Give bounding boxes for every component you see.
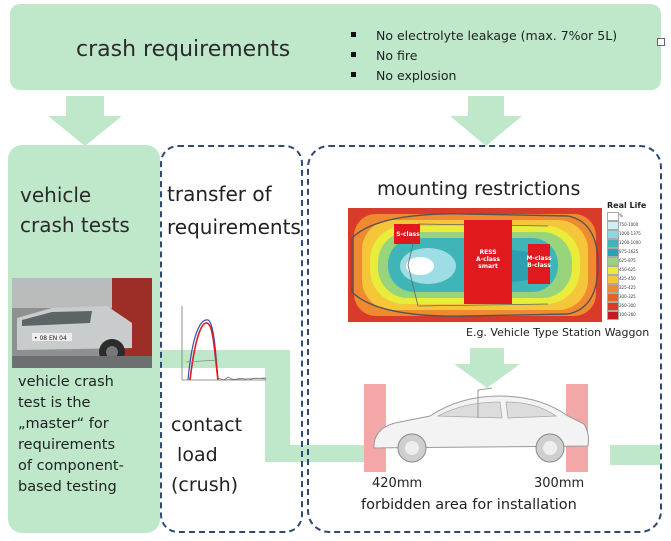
heading-line: requirements bbox=[167, 215, 301, 239]
forbidden-zone-front bbox=[364, 384, 386, 472]
body-line: „master“ for bbox=[18, 416, 109, 432]
legend-label: 260-300 bbox=[619, 303, 636, 308]
crash-test-photo: • 08 EN 04 bbox=[12, 278, 152, 368]
crush-curve-plot bbox=[181, 306, 267, 381]
heading-line: transfer of bbox=[167, 182, 272, 206]
legend-swatch bbox=[607, 230, 619, 239]
photo-plate: • 08 EN 04 bbox=[34, 335, 67, 342]
requirement-item: No explosion bbox=[348, 66, 617, 86]
down-arrow-right bbox=[450, 96, 522, 146]
banner-title: crash requirements bbox=[76, 37, 291, 62]
requirements-list: No electrolyte leakage (max. 7%or 5L) No… bbox=[348, 26, 617, 86]
body-line: (crush) bbox=[171, 474, 239, 496]
body-line: of component- bbox=[18, 458, 124, 474]
front-dimension-label: 420mm bbox=[372, 476, 423, 491]
mounting-heatmap bbox=[348, 208, 602, 322]
requirement-item: No electrolyte leakage (max. 7%or 5L) bbox=[348, 26, 617, 46]
heatmap-caption: E.g. Vehicle Type Station Waggon bbox=[466, 326, 650, 339]
legend-swatch bbox=[607, 248, 619, 257]
legend-swatch bbox=[607, 302, 619, 311]
s-class-label: S-class bbox=[396, 231, 420, 238]
body-line: test is the bbox=[18, 395, 91, 411]
legend-label: 1000-1375 bbox=[619, 231, 641, 236]
middle-panel-heading: transfer of requirements bbox=[167, 178, 301, 244]
m-class-line: B-class bbox=[527, 262, 551, 269]
ress-line: smart bbox=[478, 263, 498, 270]
legend-label: 425-450 bbox=[619, 276, 636, 281]
rear-dimension-label: 300mm bbox=[534, 476, 585, 491]
crash-requirements-banner bbox=[10, 4, 661, 90]
right-panel-heading: mounting restrictions bbox=[377, 178, 581, 200]
body-line: load bbox=[171, 444, 218, 466]
connector-band bbox=[160, 350, 372, 462]
down-arrow-left bbox=[48, 96, 122, 146]
ress-zone bbox=[464, 220, 512, 304]
ress-label: RESS A-class smart bbox=[464, 249, 512, 270]
legend-swatch bbox=[607, 257, 619, 266]
legend-swatch bbox=[607, 239, 619, 248]
left-panel-heading: vehicle crash tests bbox=[20, 180, 130, 240]
heading-line: vehicle bbox=[20, 183, 92, 207]
s-class-zone bbox=[394, 224, 420, 244]
legend-swatch bbox=[607, 293, 619, 302]
legend-swatch bbox=[607, 275, 619, 284]
connector-stub bbox=[610, 445, 660, 465]
transfer-panel bbox=[160, 145, 303, 533]
body-line: contact bbox=[171, 414, 243, 436]
legend-label: 100-260 bbox=[619, 312, 636, 317]
legend-swatch bbox=[607, 212, 619, 221]
body-line: requirements bbox=[18, 437, 116, 453]
legend-label: 875-1625 bbox=[619, 249, 639, 254]
legend-label: 300-325 bbox=[619, 294, 636, 299]
legend-label: 750-1000 bbox=[619, 222, 639, 227]
legend-title: Real Life bbox=[607, 201, 647, 210]
body-line: vehicle crash bbox=[18, 374, 114, 390]
side-view-car bbox=[364, 384, 589, 472]
legend-label: 625-875 bbox=[619, 258, 636, 263]
forbidden-area-label: forbidden area for installation bbox=[361, 497, 577, 513]
m-class-zone bbox=[528, 244, 550, 284]
body-line: based testing bbox=[18, 479, 117, 495]
m-class-label: M-class B-class bbox=[526, 255, 552, 269]
middle-panel-body: contact load (crush) bbox=[171, 410, 242, 500]
heading-line: crash tests bbox=[20, 213, 130, 237]
ress-line: A-class bbox=[476, 256, 500, 263]
m-class-line: M-class bbox=[526, 255, 552, 262]
legend-swatch bbox=[607, 221, 619, 230]
down-arrow-lower bbox=[454, 348, 520, 388]
legend-swatch bbox=[607, 266, 619, 275]
legend-label: 450-625 bbox=[619, 267, 636, 272]
requirement-item: No fire bbox=[348, 46, 617, 66]
ress-line: RESS bbox=[479, 249, 497, 256]
legend-swatch bbox=[607, 311, 619, 320]
legend-label: % bbox=[619, 213, 623, 218]
mounting-restrictions-panel bbox=[307, 145, 662, 533]
legend-label: 325-425 bbox=[619, 285, 636, 290]
left-panel-body: vehicle crash test is the „master“ for r… bbox=[18, 372, 158, 498]
edge-marker bbox=[657, 38, 665, 46]
legend-label: 1200-1000 bbox=[619, 240, 641, 245]
legend-swatch bbox=[607, 284, 619, 293]
